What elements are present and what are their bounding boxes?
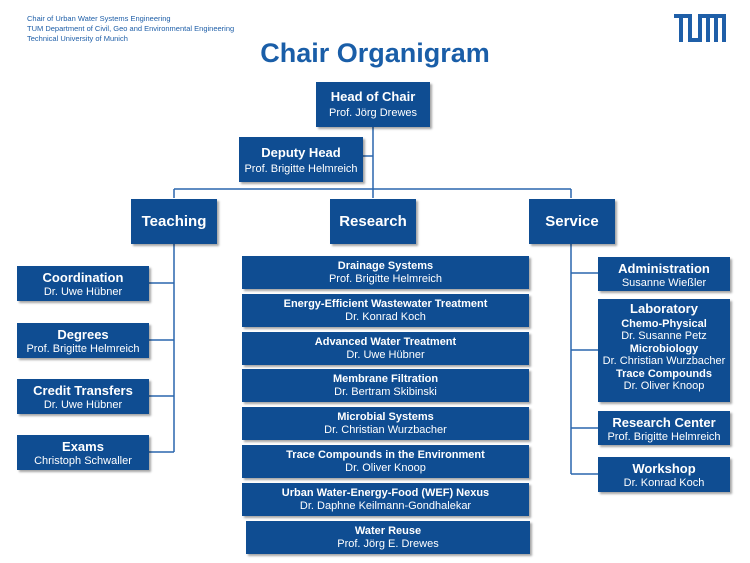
- item-title: Trace Compounds in the Environment: [286, 449, 485, 461]
- research-item-membrane-filtration: Membrane Filtration Dr. Bertram Skibinsk…: [242, 369, 529, 402]
- lab-group-title: Trace Compounds: [616, 368, 712, 380]
- page-title: Chair Organigram: [260, 38, 490, 68]
- item-title: Degrees: [57, 327, 109, 342]
- item-name: Dr. Oliver Knoop: [345, 462, 426, 474]
- deputy-name: Prof. Brigitte Helmreich: [244, 163, 358, 175]
- service-item-research-center: Research Center Prof. Brigitte Helmreich: [598, 411, 730, 445]
- item-name: Dr. Bertram Skibinski: [334, 386, 437, 398]
- header-line-3: Technical University of Munich: [27, 34, 128, 43]
- lab-group-title: Chemo-Physical: [621, 318, 707, 330]
- lab-group-title: Microbiology: [629, 343, 699, 355]
- lab-group-name: Dr. Oliver Knoop: [623, 380, 705, 392]
- item-name: Prof. Brigitte Helmreich: [26, 343, 140, 355]
- tum-logo: [674, 14, 726, 47]
- teaching-item-degrees: Degrees Prof. Brigitte Helmreich: [17, 323, 149, 358]
- item-title: Workshop: [632, 461, 696, 476]
- item-title: Exams: [62, 439, 104, 454]
- item-name: Prof. Jörg E. Drewes: [337, 538, 439, 550]
- teaching-item-credit-transfers: Credit Transfers Dr. Uwe Hübner: [17, 379, 149, 414]
- head-of-chair-box: Head of Chair Prof. Jörg Drewes: [316, 82, 430, 127]
- research-item-microbial-systems: Microbial Systems Dr. Christian Wurzbach…: [242, 407, 529, 440]
- item-title: Drainage Systems: [337, 260, 434, 272]
- service-label: Service: [545, 213, 599, 230]
- item-title: Microbial Systems: [337, 411, 434, 423]
- lab-group-name: Dr. Susanne Petz: [621, 330, 707, 342]
- item-title: Energy-Efficient Wastewater Treatment: [283, 298, 488, 310]
- research-item-drainage-systems: Drainage Systems Prof. Brigitte Helmreic…: [242, 256, 529, 289]
- service-box: Service: [529, 199, 615, 244]
- research-item-advanced-water-treatment: Advanced Water Treatment Dr. Uwe Hübner: [242, 332, 529, 365]
- item-title: Credit Transfers: [33, 383, 133, 398]
- item-name: Dr. Uwe Hübner: [43, 286, 123, 298]
- head-name: Prof. Jörg Drewes: [328, 107, 418, 119]
- research-item-water-reuse: Water Reuse Prof. Jörg E. Drewes: [246, 521, 530, 554]
- item-title: Membrane Filtration: [332, 373, 439, 385]
- item-title: Advanced Water Treatment: [314, 336, 457, 348]
- item-title: Coordination: [42, 270, 124, 285]
- item-name: Christoph Schwaller: [34, 455, 132, 467]
- header-line-1: Chair of Urban Water Systems Engineering: [27, 14, 171, 23]
- teaching-item-coordination: Coordination Dr. Uwe Hübner: [17, 266, 149, 301]
- research-item-trace-compounds: Trace Compounds in the Environment Dr. O…: [242, 445, 529, 478]
- teaching-label: Teaching: [141, 213, 207, 230]
- deputy-title: Deputy Head: [261, 145, 341, 160]
- laboratory-title: Laboratory: [630, 301, 698, 316]
- item-name: Prof. Brigitte Helmreich: [328, 273, 443, 285]
- research-box: Research: [330, 199, 416, 244]
- item-title: Water Reuse: [354, 525, 422, 537]
- item-title: Urban Water-Energy-Food (WEF) Nexus: [281, 487, 490, 499]
- head-title: Head of Chair: [330, 89, 416, 104]
- research-label: Research: [339, 213, 407, 230]
- item-name: Susanne Wießler: [621, 277, 707, 289]
- service-item-administration: Administration Susanne Wießler: [598, 257, 730, 291]
- item-name: Dr. Uwe Hübner: [346, 349, 425, 361]
- item-name: Dr. Daphne Keilmann-Gondhalekar: [299, 500, 472, 512]
- item-name: Dr. Konrad Koch: [623, 477, 705, 489]
- teaching-box: Teaching: [131, 199, 217, 244]
- lab-group-name: Dr. Christian Wurzbacher: [602, 355, 726, 367]
- header-line-2: TUM Department of Civil, Geo and Environ…: [27, 24, 235, 33]
- service-item-laboratory: Laboratory Chemo-Physical Dr. Susanne Pe…: [598, 299, 730, 402]
- service-item-workshop: Workshop Dr. Konrad Koch: [598, 457, 730, 492]
- item-title: Research Center: [612, 415, 716, 430]
- item-name: Dr. Konrad Koch: [345, 311, 426, 323]
- item-name: Dr. Christian Wurzbacher: [324, 424, 447, 436]
- teaching-item-exams: Exams Christoph Schwaller: [17, 435, 149, 470]
- item-name: Prof. Brigitte Helmreich: [607, 431, 721, 443]
- research-item-wef-nexus: Urban Water-Energy-Food (WEF) Nexus Dr. …: [242, 483, 529, 516]
- item-title: Administration: [618, 261, 710, 276]
- research-item-energy-efficient: Energy-Efficient Wastewater Treatment Dr…: [242, 294, 529, 327]
- deputy-head-box: Deputy Head Prof. Brigitte Helmreich: [239, 137, 363, 182]
- item-name: Dr. Uwe Hübner: [43, 399, 123, 411]
